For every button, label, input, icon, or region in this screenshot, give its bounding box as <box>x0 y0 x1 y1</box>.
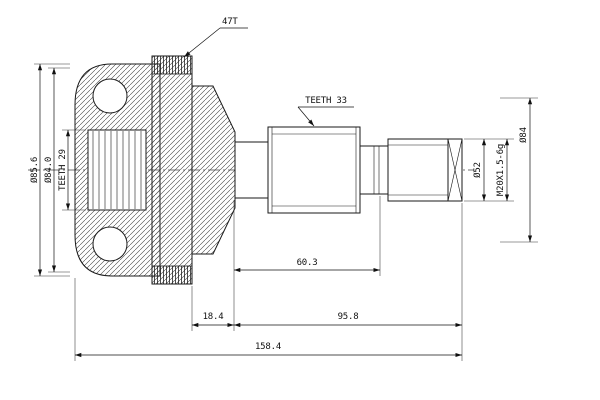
label-len-95-8: 95.8 <box>338 312 359 322</box>
label-len-158-4: 158.4 <box>255 342 281 352</box>
label-thread-spec: M20X1.5-6g <box>496 144 506 196</box>
neck-cone-section <box>191 85 236 255</box>
label-dia-85-6: Ø85.6 <box>29 157 40 183</box>
abs-tone-ring <box>151 55 193 285</box>
abs-ring-teeth-bottom <box>151 265 193 285</box>
leader-teeth-33 <box>297 106 315 127</box>
ball-bottom <box>92 226 128 262</box>
label-abs-teeth: 47T <box>222 17 238 27</box>
label-len-18-4: 18.4 <box>203 312 224 322</box>
leader-47t <box>183 27 221 58</box>
ball-top <box>92 78 128 114</box>
label-teeth-29: TEETH 29 <box>58 149 68 191</box>
label-dia-84: Ø84 <box>518 127 529 143</box>
spline-section <box>267 126 361 214</box>
abs-ring-body <box>151 55 193 285</box>
dimension-lines <box>37 64 533 358</box>
shaft-seal-section <box>234 141 269 199</box>
label-teeth-33: TEETH 33 <box>305 96 347 106</box>
leader-lines <box>183 27 354 127</box>
stub-shaft <box>234 126 463 214</box>
end-cross-2 <box>447 138 463 202</box>
spline-bore-teeth <box>89 131 145 209</box>
label-dia-52: Ø52 <box>472 162 483 178</box>
extension-lines <box>34 63 538 361</box>
label-dia-84-0: Ø84.0 <box>43 157 54 183</box>
dimension-labels: 47T TEETH 33 Ø85.6 Ø84.0 TEETH 29 Ø52 M2… <box>29 17 529 352</box>
abs-ring-teeth-top <box>151 55 193 75</box>
outer-race-bell <box>74 63 161 277</box>
label-len-60-3: 60.3 <box>297 258 318 268</box>
thread-section <box>387 138 449 202</box>
